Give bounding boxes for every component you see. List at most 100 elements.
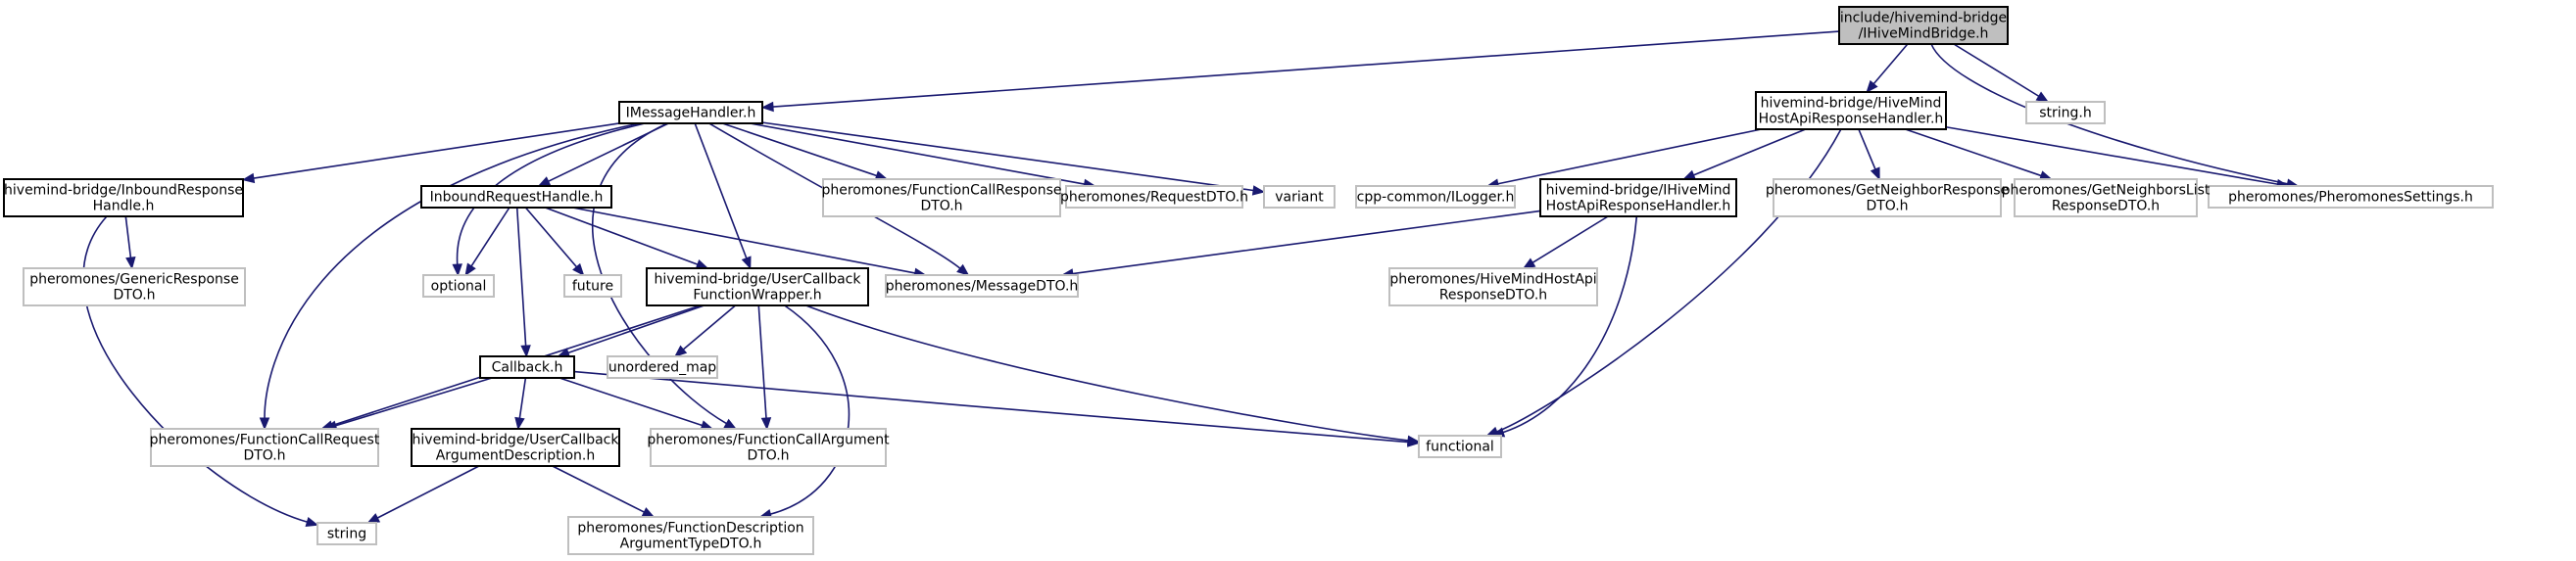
edge-line xyxy=(124,215,132,258)
node-box xyxy=(422,274,495,298)
node-root[interactable]: include/hivemind-bridge/IHiveMindBridge.… xyxy=(1838,6,2009,45)
edge-root-to-string_h xyxy=(1953,43,2050,103)
node-functional: functional xyxy=(1418,435,1502,458)
node-callback[interactable]: Callback.h xyxy=(479,355,575,379)
node-variant: variant xyxy=(1263,185,1336,209)
arrow-head-icon xyxy=(956,263,970,276)
node-label-line: pheromones/PheromonesSettings.h xyxy=(2228,190,2473,206)
node-label-line: Handle.h xyxy=(93,199,155,214)
node-usercbwrapper[interactable]: hivemind-bridge/UserCallbackFunctionWrap… xyxy=(646,267,869,306)
node-fdescargtype: pheromones/FunctionDescriptionArgumentTy… xyxy=(567,516,814,555)
node-box xyxy=(2208,185,2494,209)
node-pheroset: pheromones/PheromonesSettings.h xyxy=(2208,185,2494,209)
node-box xyxy=(1263,185,1336,209)
edge-ihostapihandler-to-functional xyxy=(1491,215,1638,438)
arrow-head-icon xyxy=(305,516,319,528)
edge-inboundreq-to-callback xyxy=(515,207,531,358)
node-label-line: string xyxy=(327,527,366,542)
node-label-line: optional xyxy=(431,279,487,295)
node-label-line: DTO.h xyxy=(113,288,155,304)
arrow-head-icon xyxy=(2035,91,2050,103)
edge-line xyxy=(1531,215,1609,263)
arrow-head-icon xyxy=(452,263,462,277)
edge-line xyxy=(1497,128,1762,185)
node-label-line: future xyxy=(572,279,613,295)
node-label-line: /IHiveMindBridge.h xyxy=(1859,26,1989,42)
node-label-line: pheromones/GenericResponse xyxy=(29,272,239,288)
node-label-line: hivemind-bridge/HiveMind xyxy=(1761,96,1942,112)
edge-line xyxy=(761,121,1254,192)
node-label-line: include/hivemind-bridge xyxy=(1840,11,2007,26)
node-box xyxy=(607,355,718,379)
edge-line xyxy=(515,207,527,347)
edge-inboundresp-to-genericresp xyxy=(124,215,136,270)
edge-line xyxy=(682,304,737,351)
edge-line xyxy=(335,377,493,427)
edge-line xyxy=(1872,43,1909,85)
node-box xyxy=(411,428,620,467)
arrow-head-icon xyxy=(259,417,270,431)
edge-root-to-imessage xyxy=(760,30,1840,113)
edge-root-to-pheroset xyxy=(1930,43,2300,189)
edge-line xyxy=(552,465,645,513)
arrow-head-icon xyxy=(366,513,381,524)
node-label-line: HostApiResponseHandler.h xyxy=(1546,199,1731,214)
edge-layer xyxy=(82,30,2300,528)
edge-line xyxy=(694,122,748,259)
edge-line xyxy=(518,377,527,419)
node-box xyxy=(1755,91,1947,130)
node-label-line: pheromones/GetNeighborResponse xyxy=(1766,183,2009,199)
node-label-line: functional xyxy=(1426,440,1494,455)
node-label-line: Callback.h xyxy=(492,360,563,376)
edge-line xyxy=(1953,43,2040,97)
arrow-head-icon xyxy=(760,101,774,113)
node-label-line: DTO.h xyxy=(1866,199,1908,214)
node-label-line: HostApiResponseHandler.h xyxy=(1759,112,1944,127)
node-optional: optional xyxy=(422,274,495,298)
edge-hostapihandler-to-ihostapihandler xyxy=(1682,128,1806,180)
node-label-line: string.h xyxy=(2039,106,2092,121)
arrow-head-icon xyxy=(241,172,256,184)
arrow-head-icon xyxy=(1522,257,1536,269)
node-string_h: string.h xyxy=(2025,101,2106,124)
node-label-line: pheromones/FunctionCallRequest xyxy=(150,433,380,448)
edge-usercbwrapper-to-fdescargtype xyxy=(758,304,851,520)
edge-line xyxy=(1905,128,2042,177)
node-box xyxy=(479,355,575,379)
node-box xyxy=(1065,185,1243,209)
node-usercbargdesc[interactable]: hivemind-bridge/UserCallbackArgumentDesc… xyxy=(411,428,620,467)
node-box xyxy=(822,178,1061,217)
node-box xyxy=(563,274,622,298)
edge-usercbwrapper-to-functional xyxy=(805,304,1421,446)
node-box xyxy=(2014,178,2198,217)
node-inboundreq[interactable]: InboundRequestHandle.h xyxy=(420,185,612,209)
node-label-line: DTO.h xyxy=(243,448,285,464)
edge-imessage-to-usercbwrapper xyxy=(694,122,752,270)
node-ihostapihandler[interactable]: hivemind-bridge/IHiveMindHostApiResponse… xyxy=(1539,178,1737,217)
node-label-line: hivemind-bridge/UserCallback xyxy=(413,433,620,448)
edge-line xyxy=(1930,43,2288,185)
node-label-line: pheromones/HiveMindHostApi xyxy=(1389,272,1596,288)
edge-line xyxy=(757,304,767,419)
node-box xyxy=(618,101,763,124)
edge-imessage-to-inboundresp xyxy=(241,122,620,184)
arrow-head-icon xyxy=(464,262,476,277)
node-label-line: ResponseDTO.h xyxy=(1439,288,1547,304)
node-hostapihandler[interactable]: hivemind-bridge/HiveMindHostApiResponseH… xyxy=(1755,91,1947,130)
node-label-line: variant xyxy=(1275,190,1324,206)
node-label-line: pheromones/MessageDTO.h xyxy=(886,279,1079,295)
edge-usercbargdesc-to-string xyxy=(366,465,480,524)
node-ilogger: cpp-common/ILogger.h xyxy=(1355,185,1516,209)
edge-usercbwrapper-to-fcargdto xyxy=(757,304,772,431)
edge-inboundreq-to-optional xyxy=(464,207,510,277)
node-imessage[interactable]: IMessageHandler.h xyxy=(618,101,763,124)
edge-line xyxy=(376,465,480,519)
edge-line xyxy=(253,122,620,179)
edge-inboundresp-to-string xyxy=(82,215,319,528)
node-reqdto: pheromones/RequestDTO.h xyxy=(1060,185,1248,209)
edge-imessage-to-fcreqdto xyxy=(259,122,640,431)
